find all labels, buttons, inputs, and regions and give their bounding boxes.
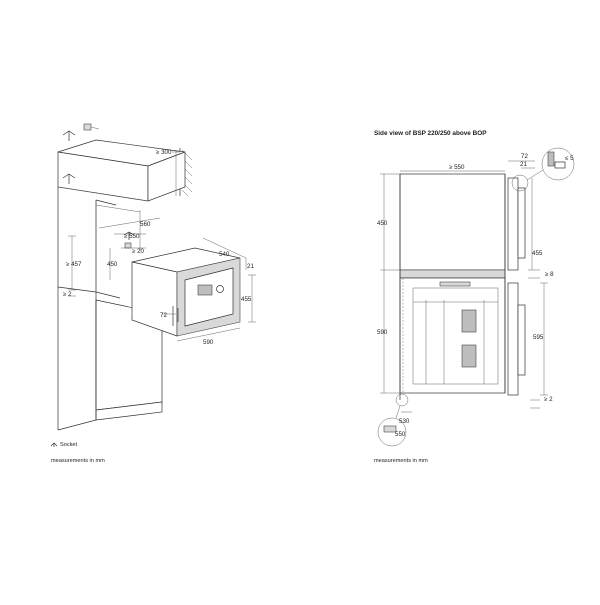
dim-r-450: 450 [377, 220, 388, 227]
oven-unit [131, 247, 241, 337]
left-isometric-diagram: ≥ 300 560 ≥ 550 ≥ 20 ≥ 457 450 540 21 ≥ … [50, 123, 256, 464]
right-dimension-texts: ≥ 550 72 21 ≤ 5 450 455 ≥ 8 590 595 ≥ 2 … [377, 153, 574, 438]
dim-r-2: ≥ 2 [544, 396, 553, 403]
dim-r-550b: 550 [395, 431, 406, 438]
dim-540: 540 [219, 251, 230, 258]
right-title: Side view of BSP 220/250 above BOP [374, 130, 487, 137]
dim-r-530: 530 [399, 418, 410, 425]
dim-r-590: 590 [377, 329, 388, 336]
dim-2: ≥ 2 [63, 291, 72, 298]
socket-symbols [62, 123, 135, 249]
dim-r-550: ≥ 550 [449, 164, 465, 171]
left-measurements-note: measurements in mm [51, 458, 105, 464]
dim-455: 455 [241, 296, 252, 303]
cabinet-frame [399, 173, 526, 400]
dim-450: 450 [107, 261, 118, 268]
left-dimension-lines [68, 150, 256, 342]
left-dimension-texts: ≥ 300 560 ≥ 550 ≥ 20 ≥ 457 450 540 21 ≥ … [63, 149, 254, 346]
lower-oven-internals [412, 281, 499, 385]
tall-cabinet [57, 139, 186, 431]
dim-590: 590 [203, 339, 214, 346]
socket-label: Socket [60, 442, 78, 448]
socket-icon [50, 442, 58, 447]
dim-550: ≥ 550 [124, 233, 140, 240]
right-dimension-lines [380, 160, 548, 413]
dim-r-8: ≥ 8 [545, 271, 554, 278]
dim-r-5: ≤ 5 [565, 155, 574, 162]
dim-20: ≥ 20 [132, 248, 145, 255]
left-legend: Socket measurements in mm [50, 442, 105, 464]
dim-457: ≥ 457 [66, 261, 82, 268]
dim-72: 72 [160, 312, 167, 319]
dim-r-595: 595 [533, 334, 544, 341]
dim-21: 21 [247, 263, 254, 270]
dim-r-455: 455 [532, 250, 543, 257]
dim-300: ≥ 300 [156, 149, 172, 156]
right-side-view-diagram: Side view of BSP 220/250 above BOP [374, 130, 575, 464]
dim-r-21: 21 [520, 161, 527, 168]
detail-circles [377, 147, 575, 447]
dim-560: 560 [140, 221, 151, 228]
right-measurements-note: measurements in mm [374, 458, 428, 464]
dim-r-72: 72 [521, 153, 528, 160]
